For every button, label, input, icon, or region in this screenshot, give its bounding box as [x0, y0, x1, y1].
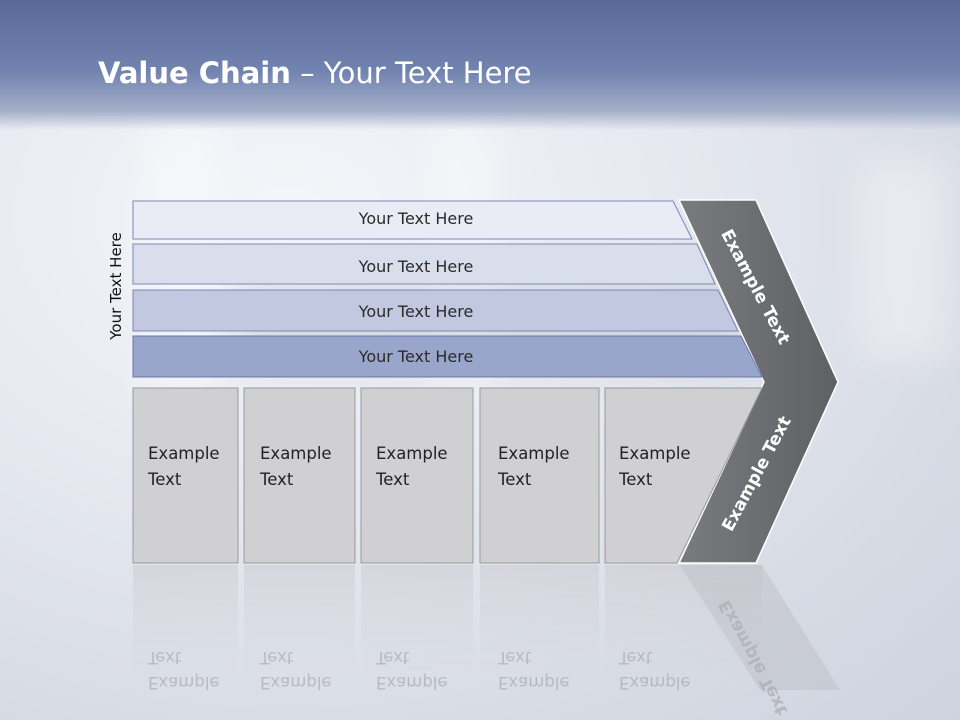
box-5-line2: Text — [618, 470, 653, 489]
box-5-shape — [604, 387, 763, 564]
svg-text:Example: Example — [260, 673, 332, 692]
box-2-line1: Example — [260, 444, 332, 463]
slide-title: Value Chain – Your Text Here — [98, 56, 532, 90]
svg-text:Example: Example — [619, 673, 691, 692]
row-2: Your Text Here — [132, 243, 716, 285]
header-band — [0, 0, 960, 130]
box-3-line1: Example — [376, 444, 448, 463]
box-2-shape — [243, 387, 356, 564]
svg-text:Text: Text — [375, 648, 410, 667]
box-3-line2: Text — [375, 470, 410, 489]
row-3-bar — [132, 289, 739, 332]
svg-text:Text: Text — [147, 648, 182, 667]
row-2-bar — [132, 243, 716, 285]
row-4-label: Your Text Here — [358, 347, 474, 366]
row-1-bar — [132, 200, 693, 240]
box-4-shape — [479, 387, 600, 564]
box-4-line1: Example — [498, 444, 570, 463]
box-2: Example Text — [243, 387, 356, 564]
title-rest: – Your Text Here — [290, 56, 532, 90]
box-1-shape — [132, 387, 239, 564]
title-bold: Value Chain — [98, 56, 291, 90]
box-5: Example Text — [604, 387, 763, 564]
row-3-label: Your Text Here — [358, 302, 474, 321]
background-highlight — [860, 160, 950, 360]
row-1: Your Text Here — [132, 200, 693, 240]
row-4: Your Text Here — [132, 335, 763, 378]
svg-text:Example: Example — [376, 673, 448, 692]
box-5-line1: Example — [619, 444, 691, 463]
row-3: Your Text Here — [132, 289, 739, 332]
chevron-arrow — [677, 199, 839, 564]
box-4-line2: Text — [497, 470, 532, 489]
row-4-bar — [132, 335, 763, 378]
box-1-line2: Text — [147, 470, 182, 489]
box-3: Example Text — [360, 387, 474, 564]
box-4: Example Text — [479, 387, 600, 564]
box-1: Example Text — [132, 387, 239, 564]
box-3-shape — [360, 387, 474, 564]
box-1-line1: Example — [148, 444, 220, 463]
svg-text:Example: Example — [498, 673, 570, 692]
svg-text:Text: Text — [259, 648, 294, 667]
svg-text:Text: Text — [618, 648, 653, 667]
row-2-label: Your Text Here — [358, 257, 474, 276]
reflection: Example Text Example Text Example Text E… — [133, 565, 840, 718]
box-2-line2: Text — [259, 470, 294, 489]
row-1-label: Your Text Here — [358, 209, 474, 228]
svg-text:Example: Example — [148, 673, 220, 692]
svg-text:Text: Text — [497, 648, 532, 667]
